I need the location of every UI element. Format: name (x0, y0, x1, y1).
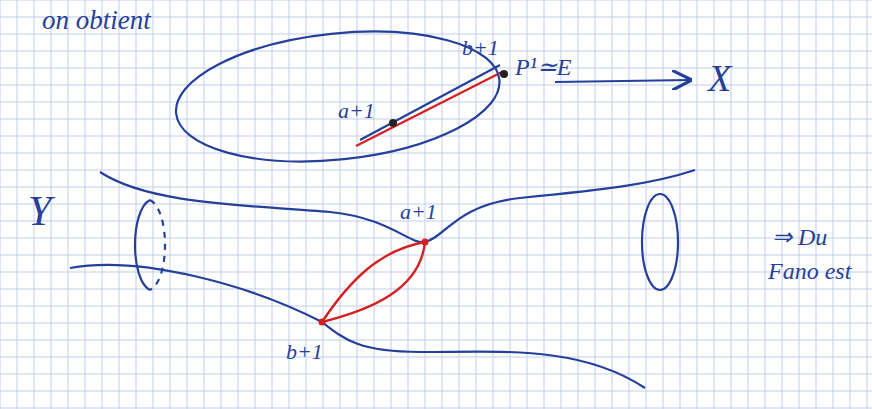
point-label: a+1 (400, 200, 437, 224)
grid-line (0, 272, 872, 273)
ellipse-region: a+1b+1P¹≃E (175, 28, 510, 160)
surface (70, 170, 695, 388)
grid-line (0, 357, 872, 358)
grid-line (0, 119, 872, 120)
grid-line (0, 255, 872, 256)
map-arrow (555, 80, 690, 82)
red-line (356, 72, 502, 146)
grid-line (0, 102, 872, 103)
point-label: b+1 (462, 36, 499, 60)
point-label: P¹≃E (515, 54, 572, 80)
grid-line (0, 289, 872, 290)
note-text: Fano est (768, 258, 851, 284)
grid-line (0, 306, 872, 307)
grid-line (0, 136, 872, 137)
point (422, 239, 429, 246)
point (319, 319, 326, 326)
grid-line (0, 85, 872, 86)
note-text: ⇒ Du (772, 224, 827, 250)
point-label: a+1 (338, 99, 375, 123)
blue-line (360, 65, 500, 140)
note-text: on obtient (42, 6, 151, 36)
grid-line (0, 374, 872, 375)
grid-line (0, 0, 872, 1)
grid-line (0, 68, 872, 69)
grid-line (0, 408, 872, 409)
point-label: b+1 (286, 340, 323, 364)
grid-line (0, 340, 872, 341)
grid-line (0, 323, 872, 324)
ellipse-outline (175, 28, 510, 160)
point (500, 70, 508, 78)
red-curves (322, 242, 425, 322)
grid-line (0, 170, 872, 171)
grid-line (0, 391, 872, 392)
grid-line (0, 153, 872, 154)
grid-line (0, 51, 872, 52)
space-label: Y (28, 188, 51, 234)
point (389, 119, 397, 127)
space-label: X (708, 58, 731, 100)
